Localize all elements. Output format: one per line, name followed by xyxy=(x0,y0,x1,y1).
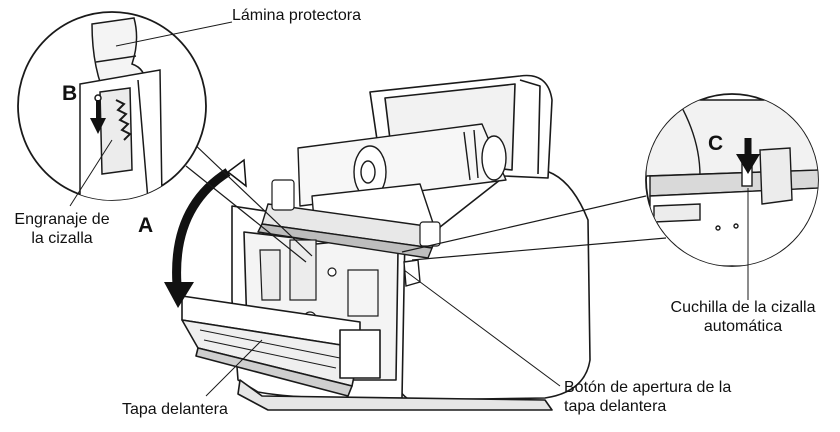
step-letter-c: C xyxy=(708,132,724,155)
cutter-gear-label-line1: Engranaje de xyxy=(14,211,110,228)
protective-sheet-label: Lámina protectora xyxy=(232,7,361,24)
right-inset-leaders xyxy=(205,188,749,397)
mechanism-details xyxy=(259,179,441,325)
autocutter-blade-label-line2: automática xyxy=(703,318,783,335)
paper-holder xyxy=(257,123,507,259)
left-inset xyxy=(17,11,207,201)
autocutter-blade-label-line1: Cuchilla de la cizalla xyxy=(670,299,816,316)
cutter-gear-label: Engranaje de la cizalla xyxy=(2,210,122,248)
front-cover xyxy=(181,295,381,397)
front-cover-release-label-line1: Botón de apertura de la xyxy=(564,379,732,396)
front-cover-release-label: Botón de apertura de la tapa delantera xyxy=(564,378,731,416)
front-cover-label: Tapa delantera xyxy=(122,401,228,418)
callout-lines xyxy=(185,139,667,263)
arrow-a xyxy=(164,158,247,308)
right-inset xyxy=(645,93,819,267)
front-cover-release-button xyxy=(403,259,421,287)
front-cover-release-label-line2: tapa delantera xyxy=(564,398,667,415)
step-letter-b: B xyxy=(62,82,78,105)
left-inset-leaders xyxy=(69,21,233,207)
step-letter-a: A xyxy=(138,214,154,237)
cutter-gear-label-line2: la cizalla xyxy=(31,230,93,247)
autocutter-blade-label: Cuchilla de la cizalla automática xyxy=(650,298,836,336)
